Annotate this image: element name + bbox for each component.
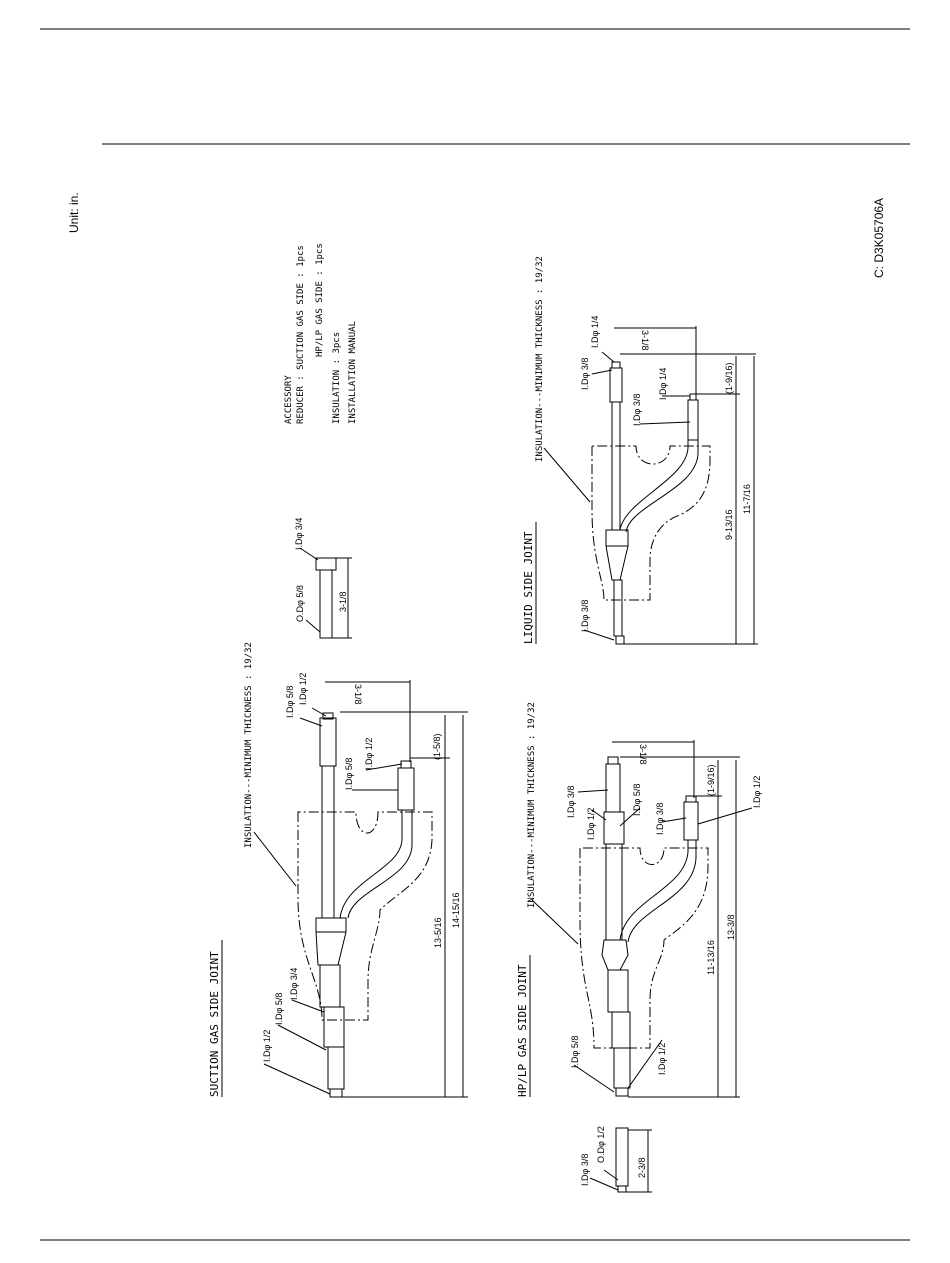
hplp-id-1-2-right: I.Dφ 1/2	[752, 776, 762, 808]
suction-id-5-8-left: I.Dφ 5/8	[274, 993, 284, 1025]
liquid-dim-11-7-16: 11-7/16	[742, 484, 752, 514]
suction-main-socket-top	[319, 717, 337, 767]
suction-branch-socket	[397, 767, 415, 811]
hplp-dim-1-9-16: (1-9/16)	[706, 764, 716, 796]
suction-title: SUCTION GAS SIDE JOINT	[208, 951, 221, 1097]
suction-dim-1-5-8: (1-5/8)	[432, 733, 442, 760]
suction-dim-13-5-16: 13-5/16	[433, 917, 443, 948]
suction-main-end-top	[322, 712, 334, 720]
suction-reducer-od: O.Dφ 5/8	[295, 585, 305, 622]
suction-dim-14-15-16: 14-15/16	[451, 892, 461, 928]
liquid-id-3-8-left: I.Dφ 3/8	[580, 600, 590, 632]
accessory-line-1: ACCESSORY	[284, 375, 294, 424]
accessory-line-2: REDUCER : SUCTION GAS SIDE : 1pcs	[296, 245, 306, 424]
hplp-insulation-note: INSULATION---MINIMUM THICKNESS : 19/32	[527, 702, 537, 908]
hplp-dim-11-13-16: 11-13/16	[706, 940, 716, 975]
suction-id-3-4-left: I.Dφ 3/4	[289, 968, 299, 1000]
liquid-joint	[543, 326, 758, 645]
hplp-id-1-2-top: I.Dφ 1/2	[586, 808, 596, 840]
liquid-insulation-note: INSULATION---MINIMUM THICKNESS : 19/32	[535, 256, 545, 462]
accessory-line-5: INSTALLATION MANUAL	[348, 321, 358, 424]
liquid-dim-1-9-16: (1-9/16)	[724, 362, 734, 394]
liquid-dim-3-1-8: 3-1/8	[640, 330, 650, 351]
hplp-id-5-8-left: I.Dφ 5/8	[570, 1036, 580, 1068]
hplp-gas-joint	[531, 740, 753, 1098]
hplp-reducer	[589, 1127, 652, 1193]
liquid-id-1-4-top: I.Dφ 1/4	[590, 316, 600, 348]
suction-id-1-2-top: I.Dφ 1/2	[298, 673, 308, 705]
hplp-id-3-8-branch: I.Dφ 3/8	[655, 803, 665, 835]
liquid-title: LIQUID SIDE JOINT	[522, 531, 535, 644]
hplp-dim-3-1-8: 3-1/8	[638, 744, 648, 765]
drawing-code: C: D3K05706A	[872, 198, 886, 278]
suction-reducer-dim: 3-1/8	[338, 591, 348, 612]
liquid-dim-9-13-16: 9-13/16	[724, 509, 734, 540]
suction-id-1-2-branch: I.Dφ 1/2	[364, 738, 374, 770]
liquid-id-3-8-top: I.Dφ 3/8	[580, 358, 590, 390]
liquid-id-1-4-branch: I.Dφ 1/4	[658, 368, 668, 400]
accessory-note: ACCESSORY REDUCER : SUCTION GAS SIDE : 1…	[284, 243, 358, 424]
suction-reducer	[299, 547, 352, 639]
suction-gas-joint	[253, 680, 468, 1098]
suction-reducer-id: I.Dφ 3/4	[294, 518, 304, 550]
hplp-id-1-2-bottom: I.Dφ 1/2	[657, 1043, 667, 1075]
unit-label: Unit: in.	[67, 192, 81, 233]
suction-id-5-8-branch: I.Dφ 5/8	[344, 758, 354, 790]
accessory-line-3: HP/LP GAS SIDE : 1pcs	[315, 243, 325, 357]
hplp-dim-13-3-8: 13-3/8	[726, 914, 736, 940]
hplp-reducer-od: O.Dφ 1/2	[596, 1126, 606, 1163]
hplp-id-5-8-top: I.Dφ 5/8	[632, 784, 642, 816]
suction-id-1-2-left: I.Dφ 1/2	[262, 1030, 272, 1062]
hplp-id-3-8-top: I.Dφ 3/8	[566, 786, 576, 818]
hplp-reducer-dim: 2-3/8	[637, 1157, 647, 1178]
accessory-line-4: INSULATION : 3pcs	[332, 332, 342, 424]
liquid-id-3-8-branch: I.Dφ 3/8	[632, 394, 642, 426]
hplp-title: HP/LP GAS SIDE JOINT	[516, 964, 529, 1097]
suction-insulation-note: INSULATION---MINIMUM THICKNESS : 19/32	[244, 642, 254, 848]
hplp-reducer-id: I.Dφ 3/8	[580, 1154, 590, 1186]
suction-dim-3-1-8: 3-1/8	[353, 684, 363, 705]
suction-id-5-8-top: I.Dφ 5/8	[285, 686, 295, 718]
